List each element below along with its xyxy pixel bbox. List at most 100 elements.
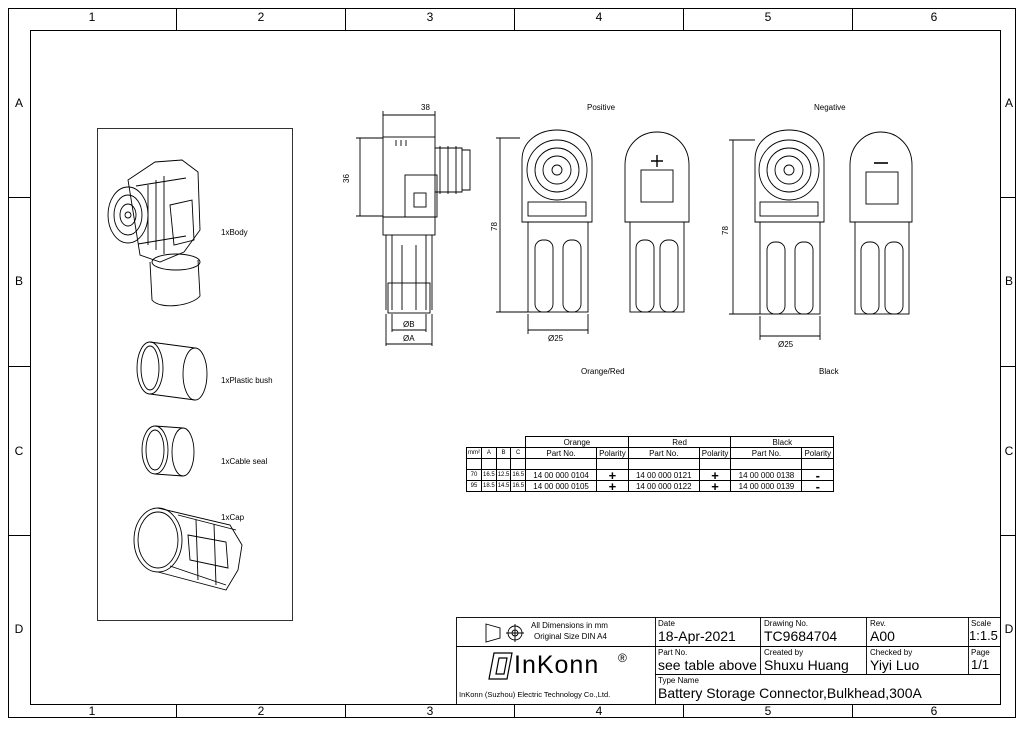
label-plastic-bush: 1xPlastic bush xyxy=(221,376,273,385)
header-cell: mm² xyxy=(466,447,482,459)
header-cell: Part No. xyxy=(525,447,598,459)
page-label: Page xyxy=(971,648,990,657)
registered-mark: ® xyxy=(618,651,627,665)
dim-36: 36 xyxy=(341,174,351,183)
zone-row-a-left: A xyxy=(14,96,23,110)
table-row: 70 16.5 12.5 16.5 14 00 000 0104 + 14 00… xyxy=(466,469,835,482)
negative-back-view xyxy=(849,131,913,315)
type-name-label: Type Name xyxy=(658,676,699,685)
zone-col-3-bottom: 3 xyxy=(426,704,434,718)
zone-col-4-top: 4 xyxy=(595,10,603,24)
dim-78-negative: 78 xyxy=(720,226,730,235)
company-logo-text: InKonn xyxy=(514,651,600,679)
dim-diameter-25-positive: Ø25 xyxy=(548,334,564,343)
date-label: Date xyxy=(658,619,675,628)
zone-col-5-bottom: 5 xyxy=(764,704,772,718)
label-cap: 1xCap xyxy=(221,513,245,522)
table-cell: 16.5 xyxy=(481,469,497,481)
rev-value: A00 xyxy=(870,628,895,644)
zone-col-2-bottom: 2 xyxy=(257,704,265,718)
table-cell: 16.5 xyxy=(510,469,527,481)
table-cell: 14 00 000 0139 xyxy=(730,480,803,492)
plastic-bush-drawing xyxy=(136,341,208,401)
part-no-value: see table above xyxy=(658,657,757,673)
dim-diameter-a: ØA xyxy=(403,334,415,343)
checked-by-label: Checked by xyxy=(870,648,913,657)
table-cell: 95 xyxy=(466,480,482,492)
checked-by-value: Yiyi Luo xyxy=(870,657,920,673)
header-cell: Polarity xyxy=(801,447,835,459)
scale-value: 1:1.5 xyxy=(969,628,998,643)
polarity-cell: + xyxy=(698,480,732,493)
cap-drawing xyxy=(133,507,243,591)
header-cell: Part No. xyxy=(730,447,803,459)
table-cell: 16.5 xyxy=(510,480,527,492)
label-negative: Negative xyxy=(814,103,846,112)
table-cell: 14 00 000 0104 xyxy=(525,469,598,481)
zone-col-1-bottom: 1 xyxy=(88,704,96,718)
zone-col-2-top: 2 xyxy=(257,10,265,24)
body-part-drawing xyxy=(107,159,201,307)
table-cell: 14 00 000 0105 xyxy=(525,480,598,492)
table-spacer-row xyxy=(466,458,835,470)
header-cell: B xyxy=(495,447,512,459)
dim-diameter-25-negative: Ø25 xyxy=(778,340,794,349)
part-number-table: Orange Red Black mm² A B C Part No. Pola… xyxy=(466,436,835,493)
zone-row-b-right: B xyxy=(1004,274,1013,288)
dimensions-note: All Dimensions in mm xyxy=(531,621,608,630)
header-cell: A xyxy=(481,447,497,459)
zone-row-c-left: C xyxy=(14,444,24,458)
company-name: InKonn (Suzhou) Electric Technology Co.,… xyxy=(459,690,611,699)
table-cell: 14 00 000 0122 xyxy=(627,480,700,492)
zone-row-a-right: A xyxy=(1004,96,1013,110)
label-black: Black xyxy=(819,367,839,376)
rev-label: Rev. xyxy=(870,619,886,628)
table-cell: 18.5 xyxy=(481,480,497,492)
header-cell: Polarity xyxy=(698,447,732,459)
original-size-note: Original Size DIN A4 xyxy=(534,632,607,641)
title-block-frame xyxy=(456,617,1001,705)
group-black: Black xyxy=(730,436,835,448)
polarity-cell: - xyxy=(801,480,835,493)
label-orange-red: Orange/Red xyxy=(581,367,625,376)
table-cell: 14 00 000 0121 xyxy=(627,469,700,481)
drawing-no-label: Drawing No. xyxy=(764,619,809,628)
table-cell: 14 00 000 0138 xyxy=(730,469,803,481)
positive-front-view xyxy=(496,129,593,334)
created-by-label: Created by xyxy=(764,648,804,657)
zone-row-c-right: C xyxy=(1004,444,1014,458)
polarity-cell: + xyxy=(596,480,629,493)
dim-78-positive: 78 xyxy=(489,222,499,231)
type-name-value: Battery Storage Connector,Bulkhead,300A xyxy=(658,685,922,701)
cable-seal-drawing xyxy=(141,425,195,477)
zone-row-b-left: B xyxy=(14,274,23,288)
side-view-drawing xyxy=(356,111,471,346)
zone-col-5-top: 5 xyxy=(764,10,772,24)
zone-row-d-left: D xyxy=(14,622,24,636)
group-red: Red xyxy=(627,436,732,448)
scale-label: Scale xyxy=(971,619,992,628)
drawing-no-value: TC9684704 xyxy=(764,628,838,644)
created-by-value: Shuxu Huang xyxy=(764,657,849,673)
zone-col-3-top: 3 xyxy=(426,10,434,24)
zone-col-4-bottom: 4 xyxy=(595,704,603,718)
header-cell: C xyxy=(510,447,527,459)
part-no-label: Part No. xyxy=(658,648,688,657)
table-cell: 12.5 xyxy=(495,469,512,481)
negative-front-view xyxy=(729,129,825,340)
zone-col-6-bottom: 6 xyxy=(930,704,938,718)
date-value: 18-Apr-2021 xyxy=(658,628,736,644)
table-header-row: mm² A B C Part No. Polarity Part No. Pol… xyxy=(466,447,835,459)
zone-row-d-right: D xyxy=(1004,622,1014,636)
zone-col-1-top: 1 xyxy=(88,10,96,24)
header-cell: Polarity xyxy=(596,447,629,459)
table-cell: 70 xyxy=(466,469,482,481)
header-cell: Part No. xyxy=(627,447,700,459)
table-cell: 14.5 xyxy=(495,480,512,492)
zone-col-6-top: 6 xyxy=(930,10,938,24)
inkonn-logo-icon xyxy=(488,652,513,680)
page-value: 1/1 xyxy=(971,657,990,672)
dim-diameter-b: ØB xyxy=(403,320,415,329)
label-positive: Positive xyxy=(587,103,616,112)
